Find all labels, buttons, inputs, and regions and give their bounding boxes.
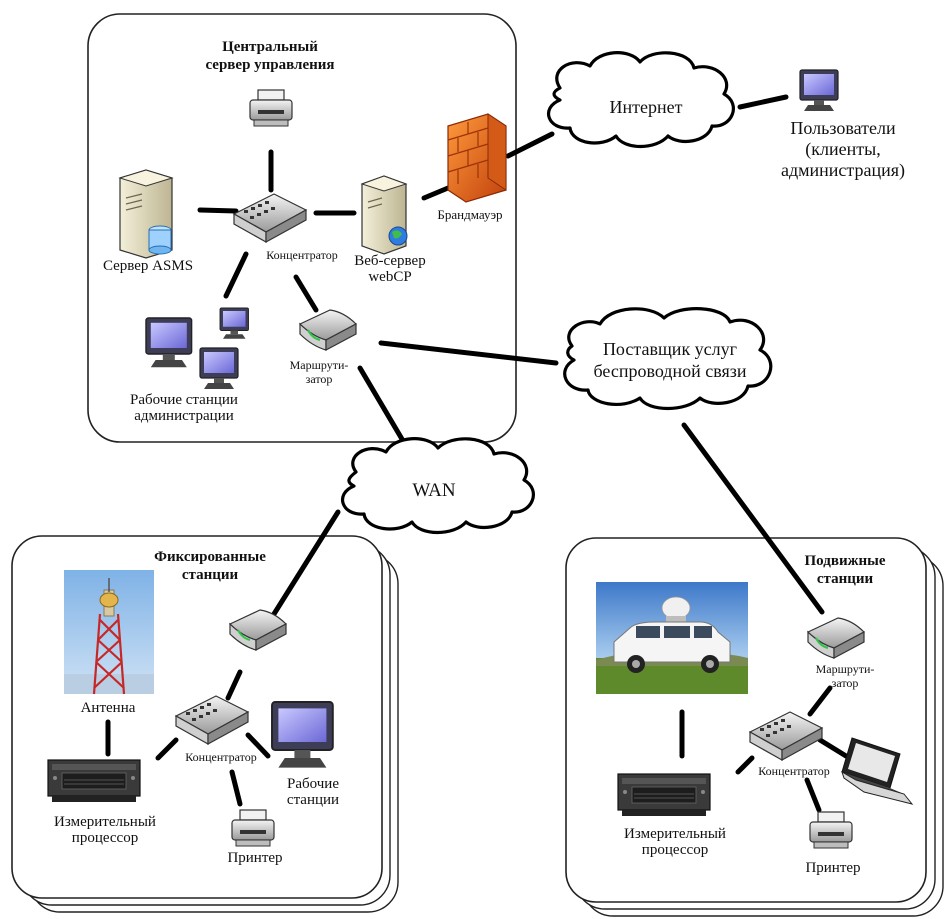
measurement-processor-icon <box>47 759 141 803</box>
mobile-router-label: Маршрути-затор <box>815 662 875 690</box>
wan-cloud <box>341 437 535 534</box>
cloud-icon <box>341 51 773 534</box>
connection-lines <box>105 94 849 813</box>
mobile-printer-label: Принтер <box>805 860 861 876</box>
antenna-label: Антенна <box>80 700 136 716</box>
server-icon <box>118 169 174 259</box>
central-server-panel <box>87 13 517 443</box>
measurement-processor-icon <box>617 773 711 817</box>
user-computer-icon <box>799 69 839 112</box>
users-label: Пользователи(клиенты,администрация) <box>780 118 906 180</box>
firewall-label: Брандмауэр <box>437 207 503 222</box>
vehicle-photo <box>596 582 748 694</box>
fixed-hub-label: Концентратор <box>185 750 257 764</box>
central-router-label: Маршрути-затор <box>289 358 349 386</box>
mobile-hub-label: Концентратор <box>758 764 830 778</box>
server-asms-label: Сервер ASMS <box>102 258 194 274</box>
wan-label: WAN <box>412 480 456 501</box>
provider-cloud <box>563 307 773 410</box>
internet-cloud <box>547 51 735 148</box>
web-server-icon <box>360 175 408 255</box>
central-hub-label: Концентратор <box>266 248 338 262</box>
firewall-icon <box>447 113 507 203</box>
antenna-icon <box>64 570 154 695</box>
laptop-icon <box>841 737 914 805</box>
internet-label: Интернет <box>609 97 683 117</box>
fixed-printer-label: Принтер <box>227 850 283 866</box>
